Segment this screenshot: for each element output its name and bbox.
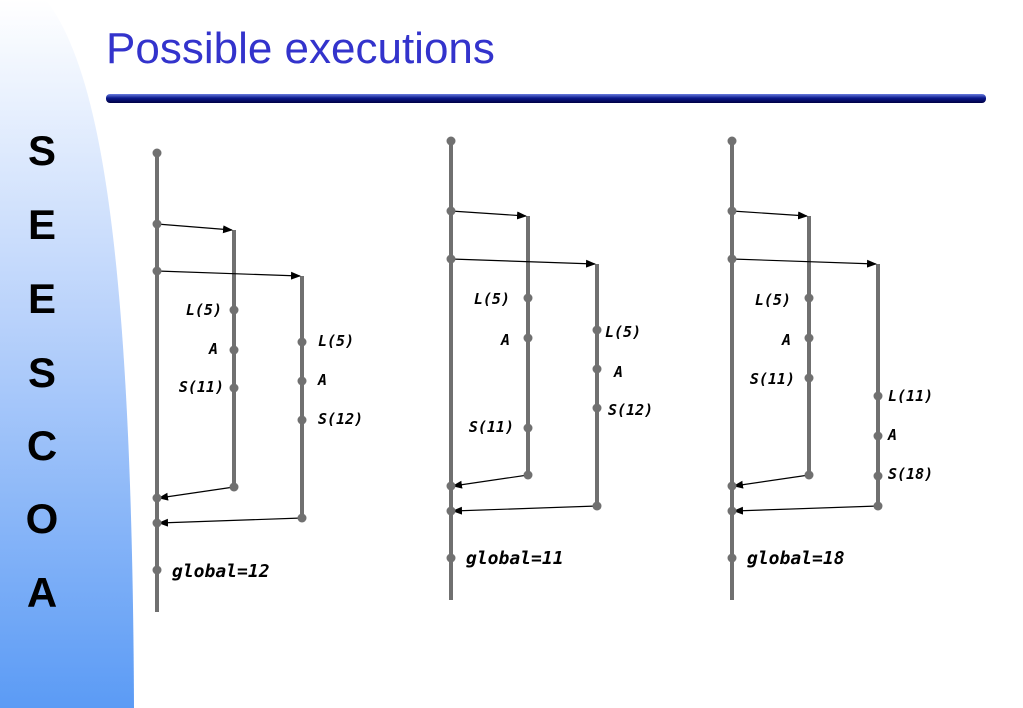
event-label: L(5) [474, 290, 510, 308]
join-arrow [733, 474, 810, 489]
sidebar-background [0, 0, 134, 708]
event-dot [727, 506, 737, 516]
event-dot [523, 470, 533, 480]
event-dot [727, 136, 737, 146]
sidebar-letter: S [27, 127, 56, 174]
fork-arrow [156, 223, 233, 234]
event-dot [152, 266, 162, 276]
event-dot [873, 391, 883, 401]
sidebar-letter: E [27, 275, 56, 322]
event-label: S(11) [179, 378, 224, 396]
execution-2: L(5) A S(11) L(5) A S(12) global=11 [446, 136, 653, 600]
event-dot [592, 364, 602, 374]
event-label: S(12) [318, 410, 363, 428]
event-label: A [317, 371, 327, 389]
event-dot [297, 337, 307, 347]
event-label: L(5) [755, 291, 791, 309]
event-dot [152, 219, 162, 229]
event-dot [229, 305, 239, 315]
execution-3: L(5) A S(11) L(11) A S(18) global=18 [727, 136, 933, 600]
event-dot [592, 325, 602, 335]
event-dot [297, 376, 307, 386]
event-dot [446, 506, 456, 516]
sidebar-letter: O [25, 495, 59, 542]
event-label: S(11) [469, 418, 514, 436]
event-dot [152, 518, 162, 528]
event-dot [727, 254, 737, 264]
fork-arrow [450, 258, 596, 268]
result-label: global=18 [747, 548, 845, 569]
event-dot [523, 293, 533, 303]
event-dot [229, 345, 239, 355]
event-dot [804, 293, 814, 303]
event-dot [446, 136, 456, 146]
event-dot [229, 482, 239, 492]
event-dot [873, 471, 883, 481]
event-dot [446, 553, 456, 563]
event-dot [297, 415, 307, 425]
event-dot [523, 423, 533, 433]
event-dot [727, 553, 737, 563]
event-dot [446, 254, 456, 264]
event-dot [804, 373, 814, 383]
fork-arrow [731, 258, 877, 268]
join-arrow [158, 486, 235, 501]
event-dot [873, 501, 883, 511]
event-label: L(5) [605, 323, 641, 341]
page-title: Possible executions [106, 24, 495, 73]
title-underline [106, 94, 986, 103]
event-dot [229, 383, 239, 393]
event-dot [592, 403, 602, 413]
event-label: L(5) [186, 301, 222, 319]
event-dot [297, 513, 307, 523]
event-dot [727, 206, 737, 216]
event-dot [873, 431, 883, 441]
result-label: global=11 [466, 548, 564, 569]
join-arrow [158, 517, 303, 527]
event-label: S(18) [888, 465, 933, 483]
event-dot [152, 148, 162, 158]
sidebar-letter: C [26, 422, 58, 469]
event-dot [446, 481, 456, 491]
event-dot [152, 565, 162, 575]
result-label: global=12 [172, 561, 270, 582]
event-label: L(11) [888, 387, 933, 405]
event-dot [446, 206, 456, 216]
fork-arrow [731, 210, 808, 220]
event-dot [523, 333, 533, 343]
fork-arrow [450, 210, 527, 220]
event-dot [592, 501, 602, 511]
sidebar-letter: E [27, 201, 56, 248]
execution-1: L(5) A S(11) L(5) A S(12) global=12 [152, 148, 363, 612]
join-arrow [452, 505, 598, 515]
sidebar-letter: A [26, 569, 58, 616]
event-label: A [613, 363, 623, 381]
event-label: A [887, 426, 897, 444]
join-arrow [733, 505, 879, 515]
join-arrow [452, 474, 529, 489]
event-label: S(12) [608, 401, 653, 419]
event-label: A [781, 331, 791, 349]
event-dot [152, 493, 162, 503]
event-dot [804, 470, 814, 480]
event-dot [804, 333, 814, 343]
fork-arrow [156, 270, 301, 280]
event-label: L(5) [318, 332, 354, 350]
event-label: A [208, 340, 218, 358]
event-dot [727, 481, 737, 491]
event-label: A [500, 331, 510, 349]
event-label: S(11) [750, 370, 795, 388]
sidebar-letter: S [27, 349, 56, 396]
